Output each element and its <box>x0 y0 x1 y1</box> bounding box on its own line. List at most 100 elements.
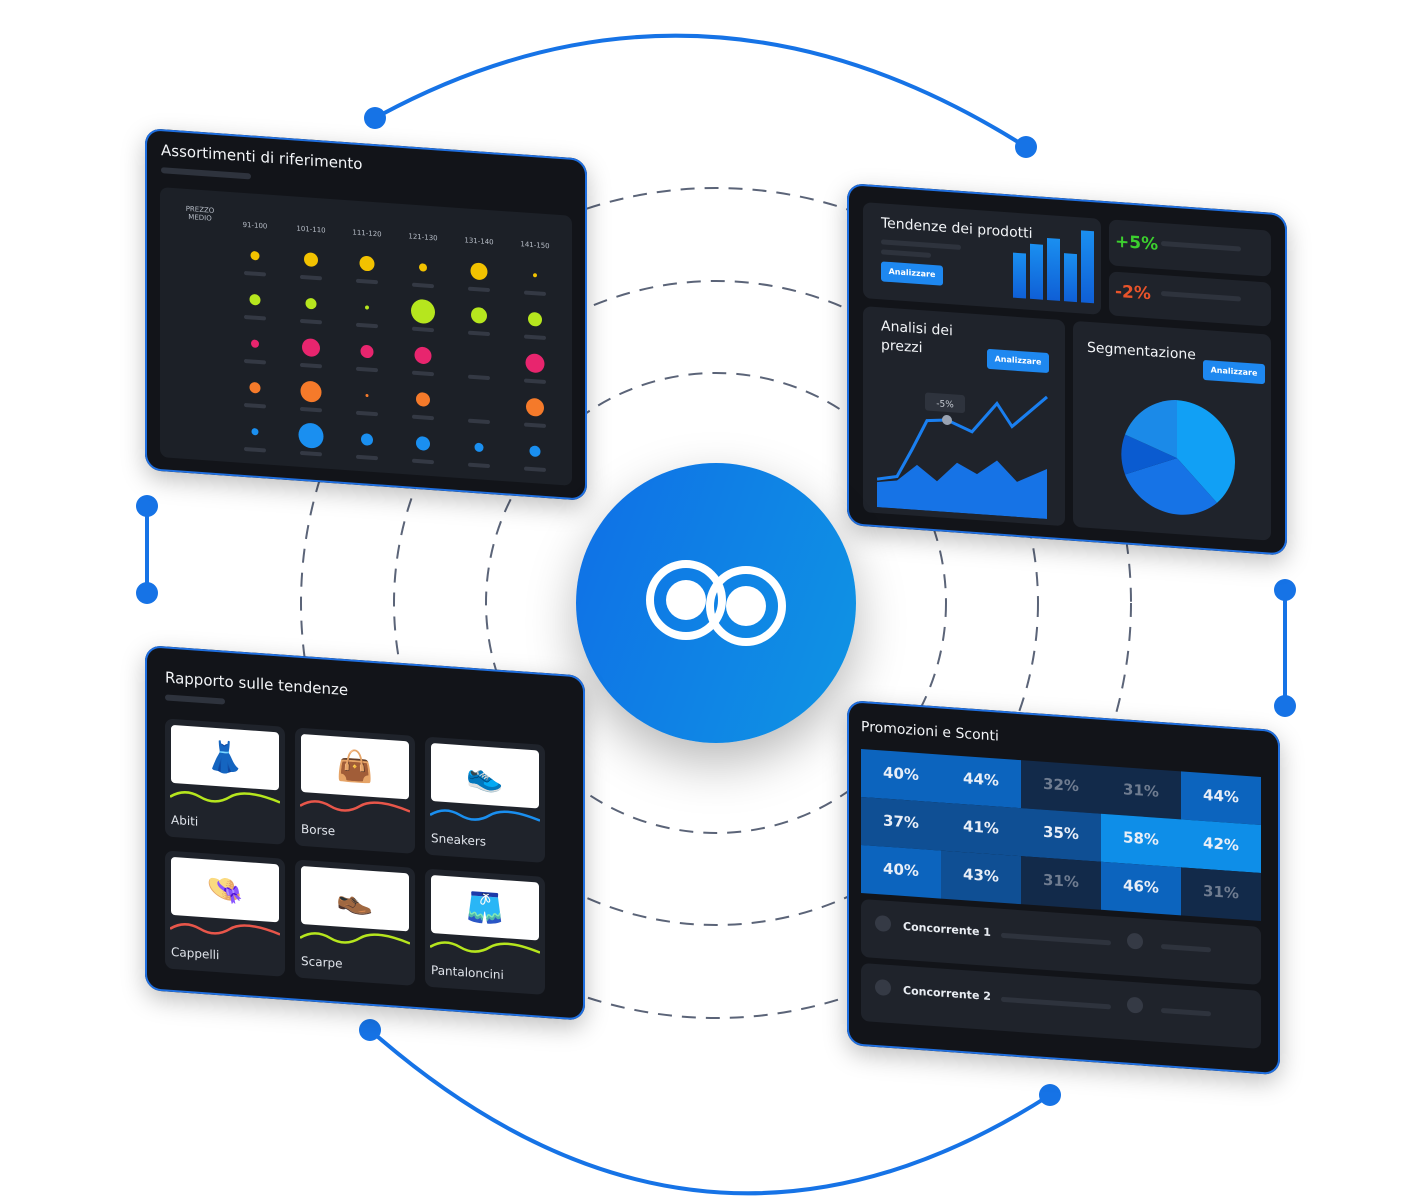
dot-label-bar <box>524 422 546 429</box>
dot-label-bar <box>356 410 378 417</box>
discount-cell: 35% <box>1021 808 1101 862</box>
dot-label-bar <box>468 462 490 469</box>
discount-cell: 31% <box>1021 856 1101 910</box>
discount-cell: 32% <box>1021 760 1101 814</box>
data-dot <box>360 344 374 359</box>
tooltip-box <box>925 392 965 414</box>
trend-bar <box>1064 253 1077 303</box>
dot-label-bar <box>300 318 322 325</box>
column-header: 111-120 <box>352 228 382 239</box>
discount-heatmap: 40%44%32%31%44%37%41%35%58%42%40%43%31%4… <box>861 748 1261 921</box>
dot-label-bar <box>468 330 490 337</box>
data-dot <box>470 262 488 281</box>
dot-label-bar <box>468 286 490 293</box>
column-header: 131-140 <box>464 236 494 247</box>
product-card[interactable]: 👗Abiti <box>165 718 285 845</box>
placeholder-bar <box>881 239 961 250</box>
sneaker-icon: 👟 <box>431 742 539 809</box>
panel-title: Promozioni e Sconti <box>861 718 999 745</box>
column-header: 91-100 <box>242 220 268 231</box>
dot-label-bar <box>412 458 434 465</box>
product-card[interactable]: 👜 Borse <box>295 727 415 854</box>
trend-report-panel: Rapporto sulle tendenze 👗Abiti👜Borse👟Sne… <box>145 645 585 1021</box>
dot-label-bar <box>468 374 490 381</box>
dot-label-bar <box>244 446 266 453</box>
price-marker <box>942 414 952 426</box>
product-trends-card: Tendenze dei prodotti Analizzare <box>863 202 1101 315</box>
discount-cell: 37% <box>861 796 941 851</box>
data-dot <box>528 311 542 327</box>
data-dot <box>419 263 427 272</box>
analyze-button[interactable]: Analizzare <box>1203 359 1265 385</box>
dot-label-bar <box>356 278 378 285</box>
placeholder-bar <box>161 167 251 180</box>
price-area <box>877 460 1047 519</box>
dot-label-bar <box>524 466 546 473</box>
product-card[interactable]: 👒Cappelli <box>165 850 285 977</box>
top-arc <box>374 33 1028 149</box>
discount-cell: 44% <box>941 754 1021 809</box>
data-dot <box>304 252 318 268</box>
promotions-panel: Promozioni e Sconti 40%44%32%31%44%37%41… <box>847 700 1280 1076</box>
dot-label-bar <box>468 418 490 425</box>
hat-icon: 👒 <box>171 856 279 923</box>
data-dot <box>414 346 432 365</box>
trend-sparkline <box>300 800 410 813</box>
trends-panel: Tendenze dei prodotti Analizzare +5% -2%… <box>847 183 1287 556</box>
analyze-button[interactable]: Analizzare <box>881 261 943 286</box>
dot-label-bar <box>244 270 266 277</box>
shorts-icon: 🩳 <box>431 874 539 941</box>
discount-cell: 42% <box>1181 819 1261 873</box>
card-title: Segmentazione <box>1087 339 1196 364</box>
data-dot <box>365 393 369 398</box>
data-dot <box>298 422 324 449</box>
dot-label-bar <box>356 454 378 461</box>
data-dot <box>526 397 544 417</box>
dot-label-bar <box>300 362 322 369</box>
discount-cell: 31% <box>1181 867 1261 921</box>
price-line-chart: -5% <box>877 392 1049 519</box>
dot-label-bar <box>524 334 546 341</box>
discount-cell: 46% <box>1101 861 1181 916</box>
placeholder-bar <box>881 249 931 258</box>
product-label: Scarpe <box>301 953 343 971</box>
trend-bar <box>1047 237 1060 301</box>
bag-icon: 👜 <box>301 733 409 800</box>
trend-sparkline <box>300 932 410 945</box>
card-title: Tendenze dei prodotti <box>881 215 1033 242</box>
product-card[interactable]: 👟Sneakers <box>425 736 545 863</box>
dot-label-bar <box>412 370 434 377</box>
dot-label-bar <box>356 322 378 329</box>
analyze-button[interactable]: Analizzare <box>987 348 1049 374</box>
data-dot <box>249 293 261 306</box>
dashed-rings <box>300 187 1132 1019</box>
product-card[interactable]: 🩳 Pantaloncini <box>425 868 545 995</box>
product-label: Borse <box>301 821 336 839</box>
segmentation-card: Segmentazione Analizzare <box>1073 320 1271 541</box>
data-dot <box>411 298 435 325</box>
data-dot <box>533 273 537 278</box>
data-dot <box>471 306 487 324</box>
data-dot <box>250 250 260 261</box>
dot-label-bar <box>244 314 266 321</box>
product-card[interactable]: 👞Scarpe <box>295 859 415 986</box>
data-dot <box>474 442 484 453</box>
dot-label-bar <box>244 402 266 409</box>
product-label: Pantaloncini <box>431 962 504 983</box>
column-header: 141-150 <box>520 240 550 251</box>
trend-bar <box>1081 230 1094 304</box>
dot-label-bar <box>300 274 322 281</box>
discount-cell: 58% <box>1101 813 1181 868</box>
data-dot <box>300 380 322 403</box>
discount-cell: 40% <box>861 844 941 899</box>
discount-cell: 43% <box>941 850 1021 905</box>
data-dot <box>525 353 545 374</box>
trend-sparkline <box>430 941 540 954</box>
segmentation-pie <box>1121 400 1235 515</box>
tooltip-text: -5% <box>936 399 954 410</box>
